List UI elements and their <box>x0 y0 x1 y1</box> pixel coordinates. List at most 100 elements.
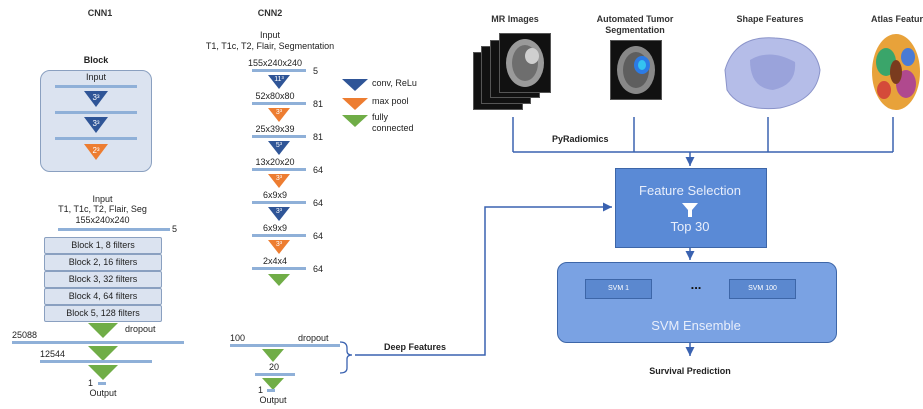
cnn2-layer-size: 6x9x9 <box>262 190 288 200</box>
svm-100-box: SVM 100 <box>729 279 796 299</box>
cnn1-input-depth: 5 <box>172 224 178 234</box>
cnn2-fc-value: 100 <box>230 333 246 343</box>
cnn1-fc2-value: 12544 <box>40 349 66 359</box>
block-kernel-2: 3³ <box>92 119 100 128</box>
deep-features-label: Deep Features <box>384 342 447 352</box>
cnn2-layer-size: 13x20x20 <box>255 157 295 167</box>
cnn2-layer-kernel: 3³ <box>275 175 283 182</box>
deep-features-arrow <box>355 202 612 356</box>
cnn1-input-label: Input <box>92 194 113 204</box>
cnn2-layer-depth: 81 <box>313 132 324 142</box>
fc-arrow-icon <box>262 377 284 395</box>
mr-image-slice <box>499 33 551 93</box>
cnn2-layer-kernel: 3³ <box>275 109 283 116</box>
legend-fc-label-1: fully <box>372 112 389 122</box>
cnn1-block-4: Block 4, 64 filters <box>44 288 162 305</box>
cnn2-layer-depth: 5 <box>313 66 319 76</box>
legend-conv-label: conv, ReLu <box>372 78 417 88</box>
shape-features-image <box>715 30 825 120</box>
filter-icon <box>682 203 698 222</box>
cnn2-output-label: Output <box>259 395 287 405</box>
cnn2-layer-bar <box>252 201 306 204</box>
block-title: Block <box>83 55 109 65</box>
cnn2-layer-bar <box>252 102 306 105</box>
cnn2-layer-depth: 64 <box>313 231 324 241</box>
conv-arrow-icon <box>268 75 290 94</box>
segmentation-title-2: Segmentation <box>605 25 665 35</box>
cnn2-layer-size: 6x9x9 <box>262 223 288 233</box>
cnn2-input-label: Input <box>259 30 281 40</box>
cnn2-fc-bar <box>230 344 340 347</box>
cnn2-layer-size: 52x80x80 <box>255 91 295 101</box>
atlas-features-title: Atlas Features <box>870 14 923 24</box>
legend-conv-icon <box>342 78 368 96</box>
cnn2-layer-depth: 64 <box>313 165 324 175</box>
cnn2-output-bar <box>267 389 275 392</box>
cnn2-layer-kernel: 3³ <box>275 208 283 215</box>
legend-fc-icon <box>342 114 368 132</box>
cnn1-dropout-label: dropout <box>125 324 156 334</box>
block-kernel-3: 2³ <box>92 146 100 155</box>
cnn2-output-num: 1 <box>258 385 264 395</box>
block-kernel-1: 3³ <box>92 93 100 102</box>
fc-arrow-icon <box>88 365 118 385</box>
cnn1-input-channels: T1, T1c, T2, Flair, Seg <box>58 204 147 214</box>
survival-prediction-label: Survival Prediction <box>649 366 731 376</box>
cnn2-layer-kernel: 11³ <box>274 76 284 83</box>
legend-fc-label-2: connected <box>372 123 414 133</box>
cnn2-fc2-value: 20 <box>269 362 280 372</box>
segmentation-title-1: Automated Tumor <box>596 14 674 24</box>
atlas-features-image <box>870 32 923 117</box>
cnn2-title: CNN2 <box>257 8 283 18</box>
cnn1-output-num: 1 <box>88 378 94 388</box>
pool-arrow-icon <box>268 174 290 193</box>
conv-arrow-icon <box>268 141 290 160</box>
feature-selection-label: Feature Selection <box>639 183 741 198</box>
cnn2-dropout-label: dropout <box>298 333 329 343</box>
cnn2-layer-bar <box>252 135 306 138</box>
top-features-label: Top 30 <box>670 219 710 234</box>
cnn2-layer-kernel: 5³ <box>275 142 283 149</box>
deep-features-brace <box>339 341 353 374</box>
cnn1-block-2: Block 2, 16 filters <box>44 254 162 271</box>
cnn2-layer-kernel: 3³ <box>275 241 283 248</box>
cnn1-block-3: Block 3, 32 filters <box>44 271 162 288</box>
conv-arrow-icon <box>268 207 290 226</box>
cnn2-layer-size: 2x4x4 <box>262 256 288 266</box>
block-mid-bar-2 <box>55 137 137 140</box>
pyradiomics-label: PyRadiomics <box>552 134 609 144</box>
cnn1-fc2-bar <box>40 360 152 363</box>
svm-ellipsis: ... <box>690 277 702 292</box>
legend-pool-icon <box>342 97 368 115</box>
cnn2-layer-bar <box>252 69 306 72</box>
svm-ensemble-box <box>557 262 837 343</box>
cnn1-block-1: Block 1, 8 filters <box>44 237 162 254</box>
cnn2-layer-bar <box>252 267 306 270</box>
fc-arrow-icon <box>268 273 290 291</box>
conv-arrow-icon <box>84 117 108 138</box>
cnn1-fc1-bar <box>12 341 184 344</box>
cnn1-input-size: 155x240x240 <box>75 215 130 225</box>
shape-features-title: Shape Features <box>736 14 804 24</box>
cnn1-block-5: Block 5, 128 filters <box>44 305 162 322</box>
cnn1-output-label: Output <box>89 388 117 398</box>
pool-arrow-icon <box>268 108 290 127</box>
cnn2-layer-depth: 64 <box>313 264 324 274</box>
fc-arrow-icon <box>88 346 118 366</box>
cnn2-layer-size: 155x240x240 <box>247 58 303 68</box>
cnn2-layer-depth: 81 <box>313 99 324 109</box>
fc-arrow-icon <box>262 349 284 367</box>
conv-arrow-icon <box>84 91 108 112</box>
cnn2-input-channels: T1, T1c, T2, Flair, Segmentation <box>205 41 335 51</box>
mr-images-title: MR Images <box>491 14 539 24</box>
pool-arrow-icon <box>268 240 290 259</box>
block-input-label: Input <box>85 72 107 82</box>
cnn1-title: CNN1 <box>87 8 113 18</box>
cnn2-layer-bar <box>252 168 306 171</box>
block-mid-bar-1 <box>55 111 137 114</box>
block-input-bar <box>55 85 137 88</box>
legend-pool-label: max pool <box>372 96 409 106</box>
cnn1-input-bar <box>58 228 170 231</box>
cnn2-layer-size: 25x39x39 <box>255 124 295 134</box>
